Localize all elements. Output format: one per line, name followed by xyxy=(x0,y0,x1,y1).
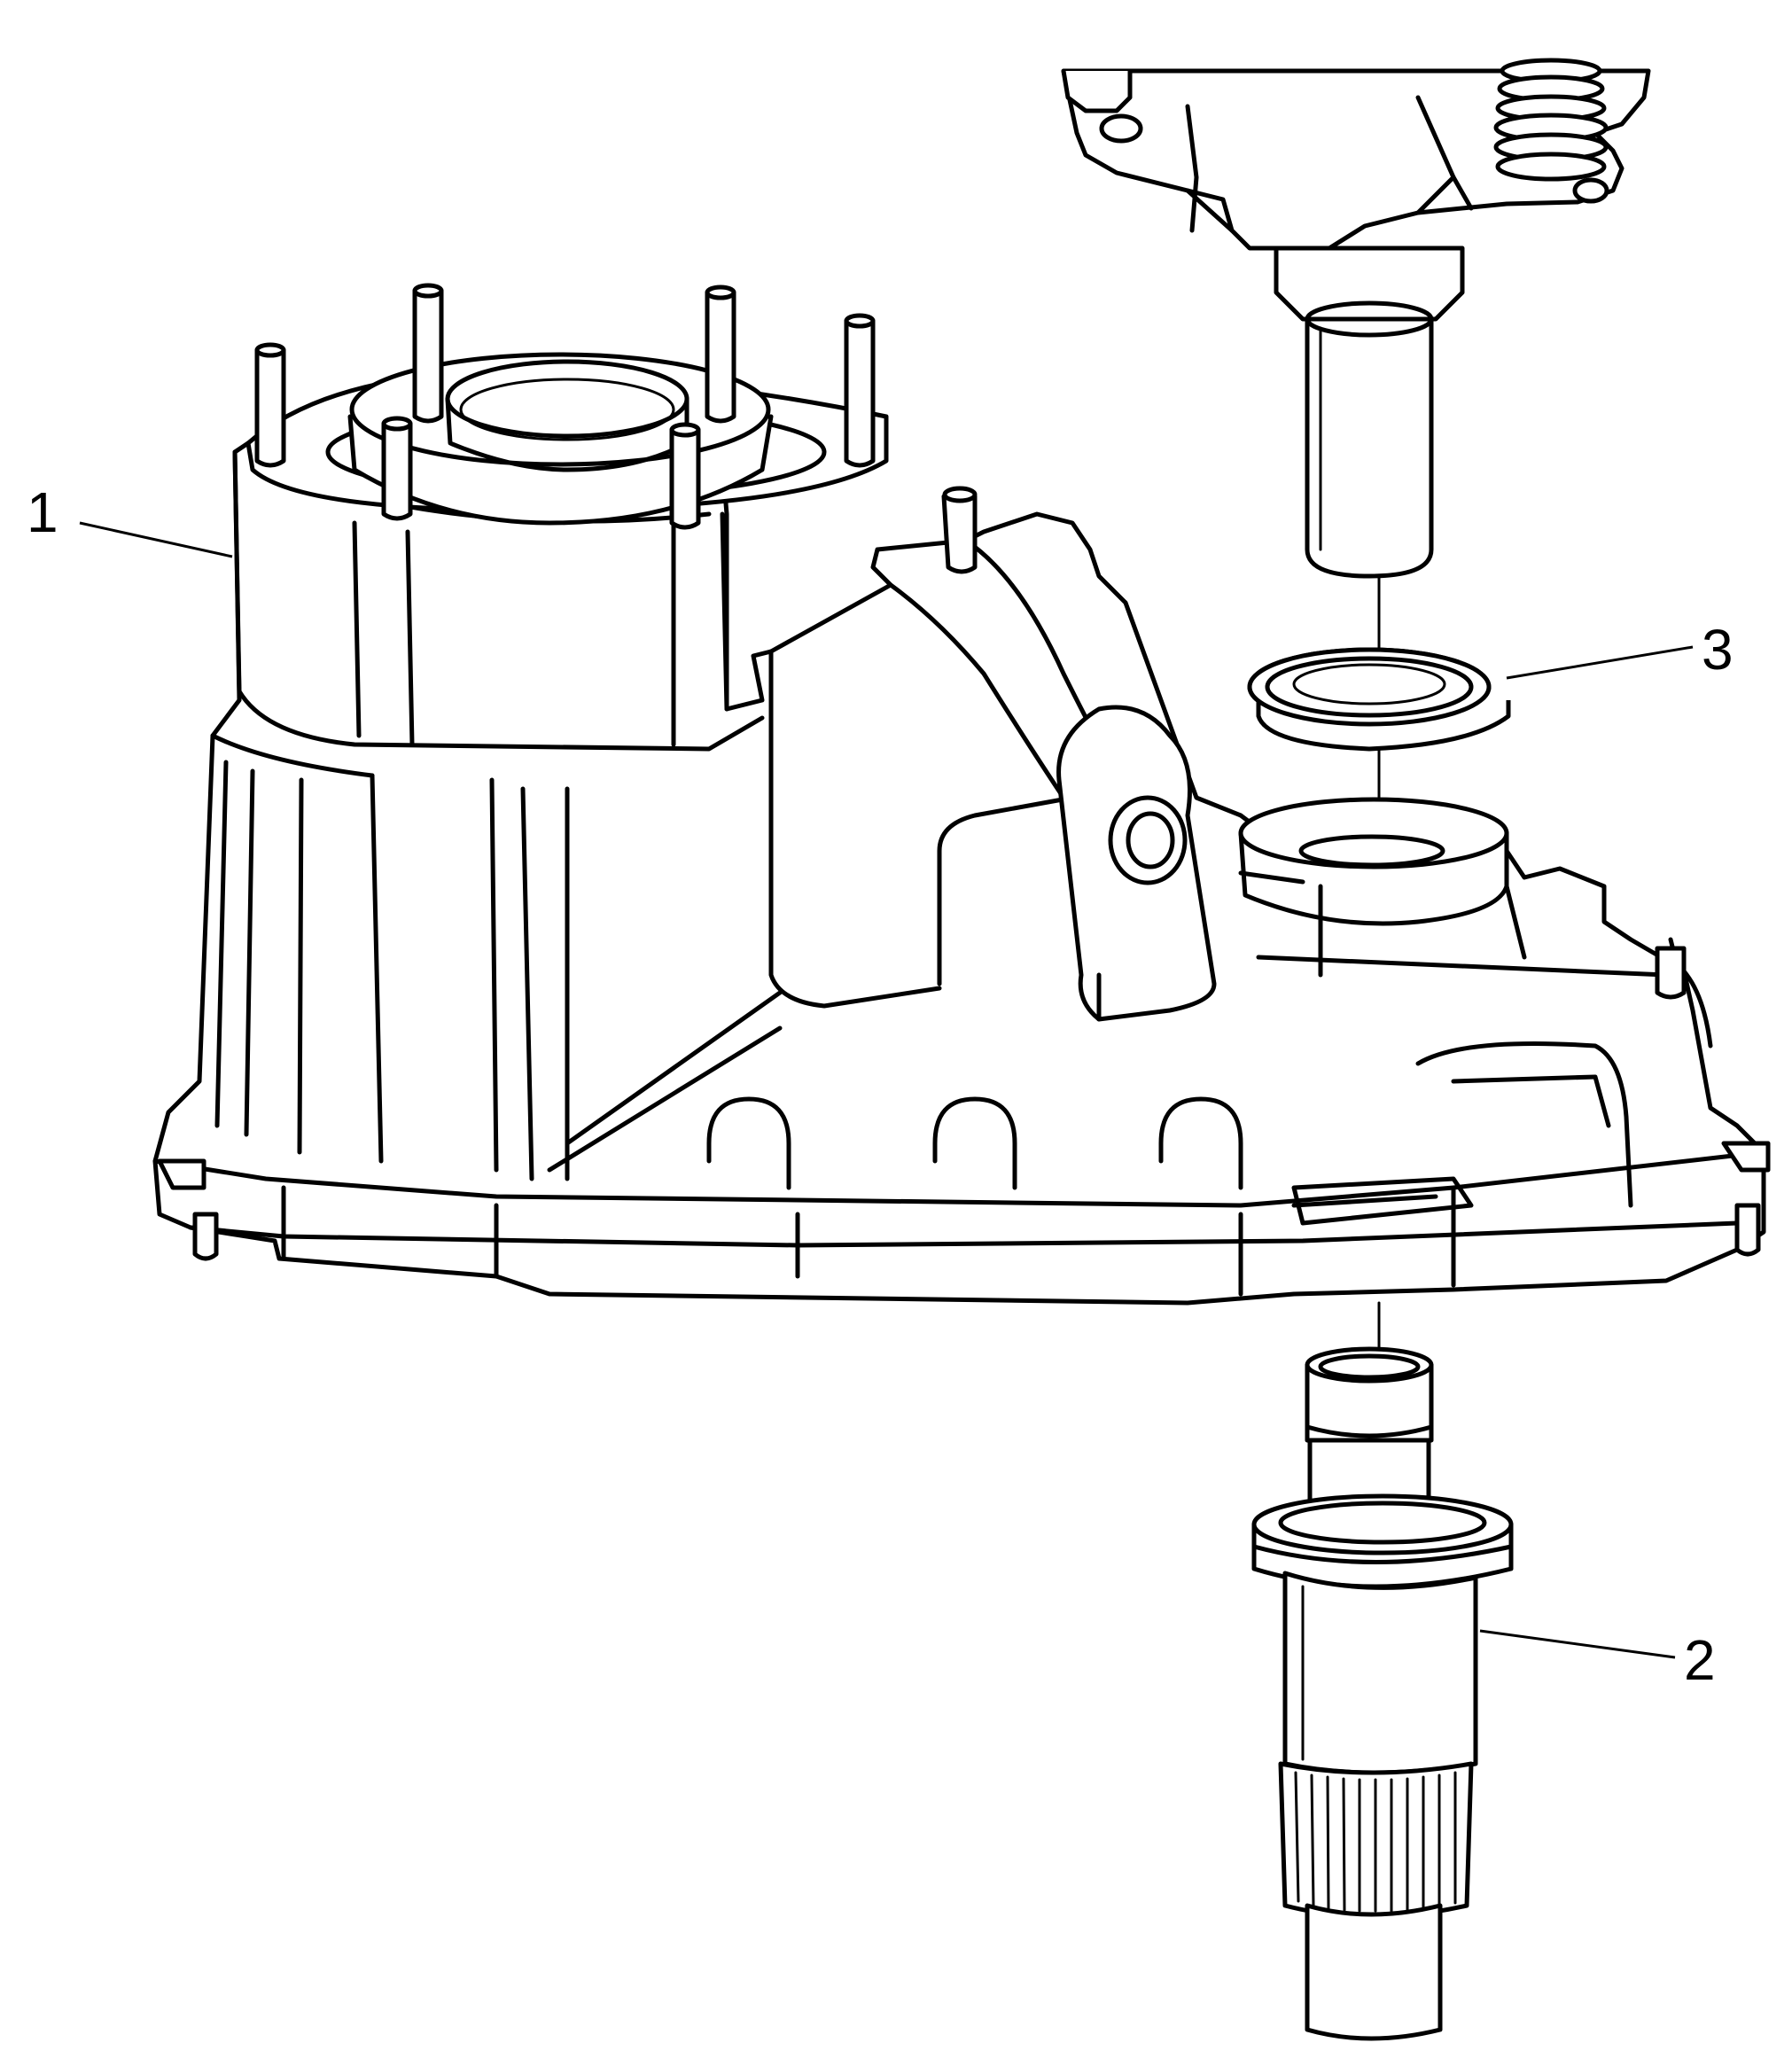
callout-1: 1 xyxy=(27,480,58,544)
leader-1 xyxy=(79,521,233,558)
transfer-case-housing xyxy=(152,283,1771,1306)
callout-2: 2 xyxy=(1684,1628,1716,1692)
seal xyxy=(1247,647,1511,752)
leader-2 xyxy=(1479,1629,1676,1659)
thread-stack xyxy=(1493,58,1609,182)
studs xyxy=(254,283,876,530)
spline-teeth xyxy=(1294,1771,1457,1913)
callouts: 1 3 2 xyxy=(27,480,1734,1692)
callout-3: 3 xyxy=(1702,618,1734,682)
leader-3 xyxy=(1506,645,1694,680)
output-shaft xyxy=(1251,1346,1514,2041)
installer-tool xyxy=(1061,58,1651,579)
